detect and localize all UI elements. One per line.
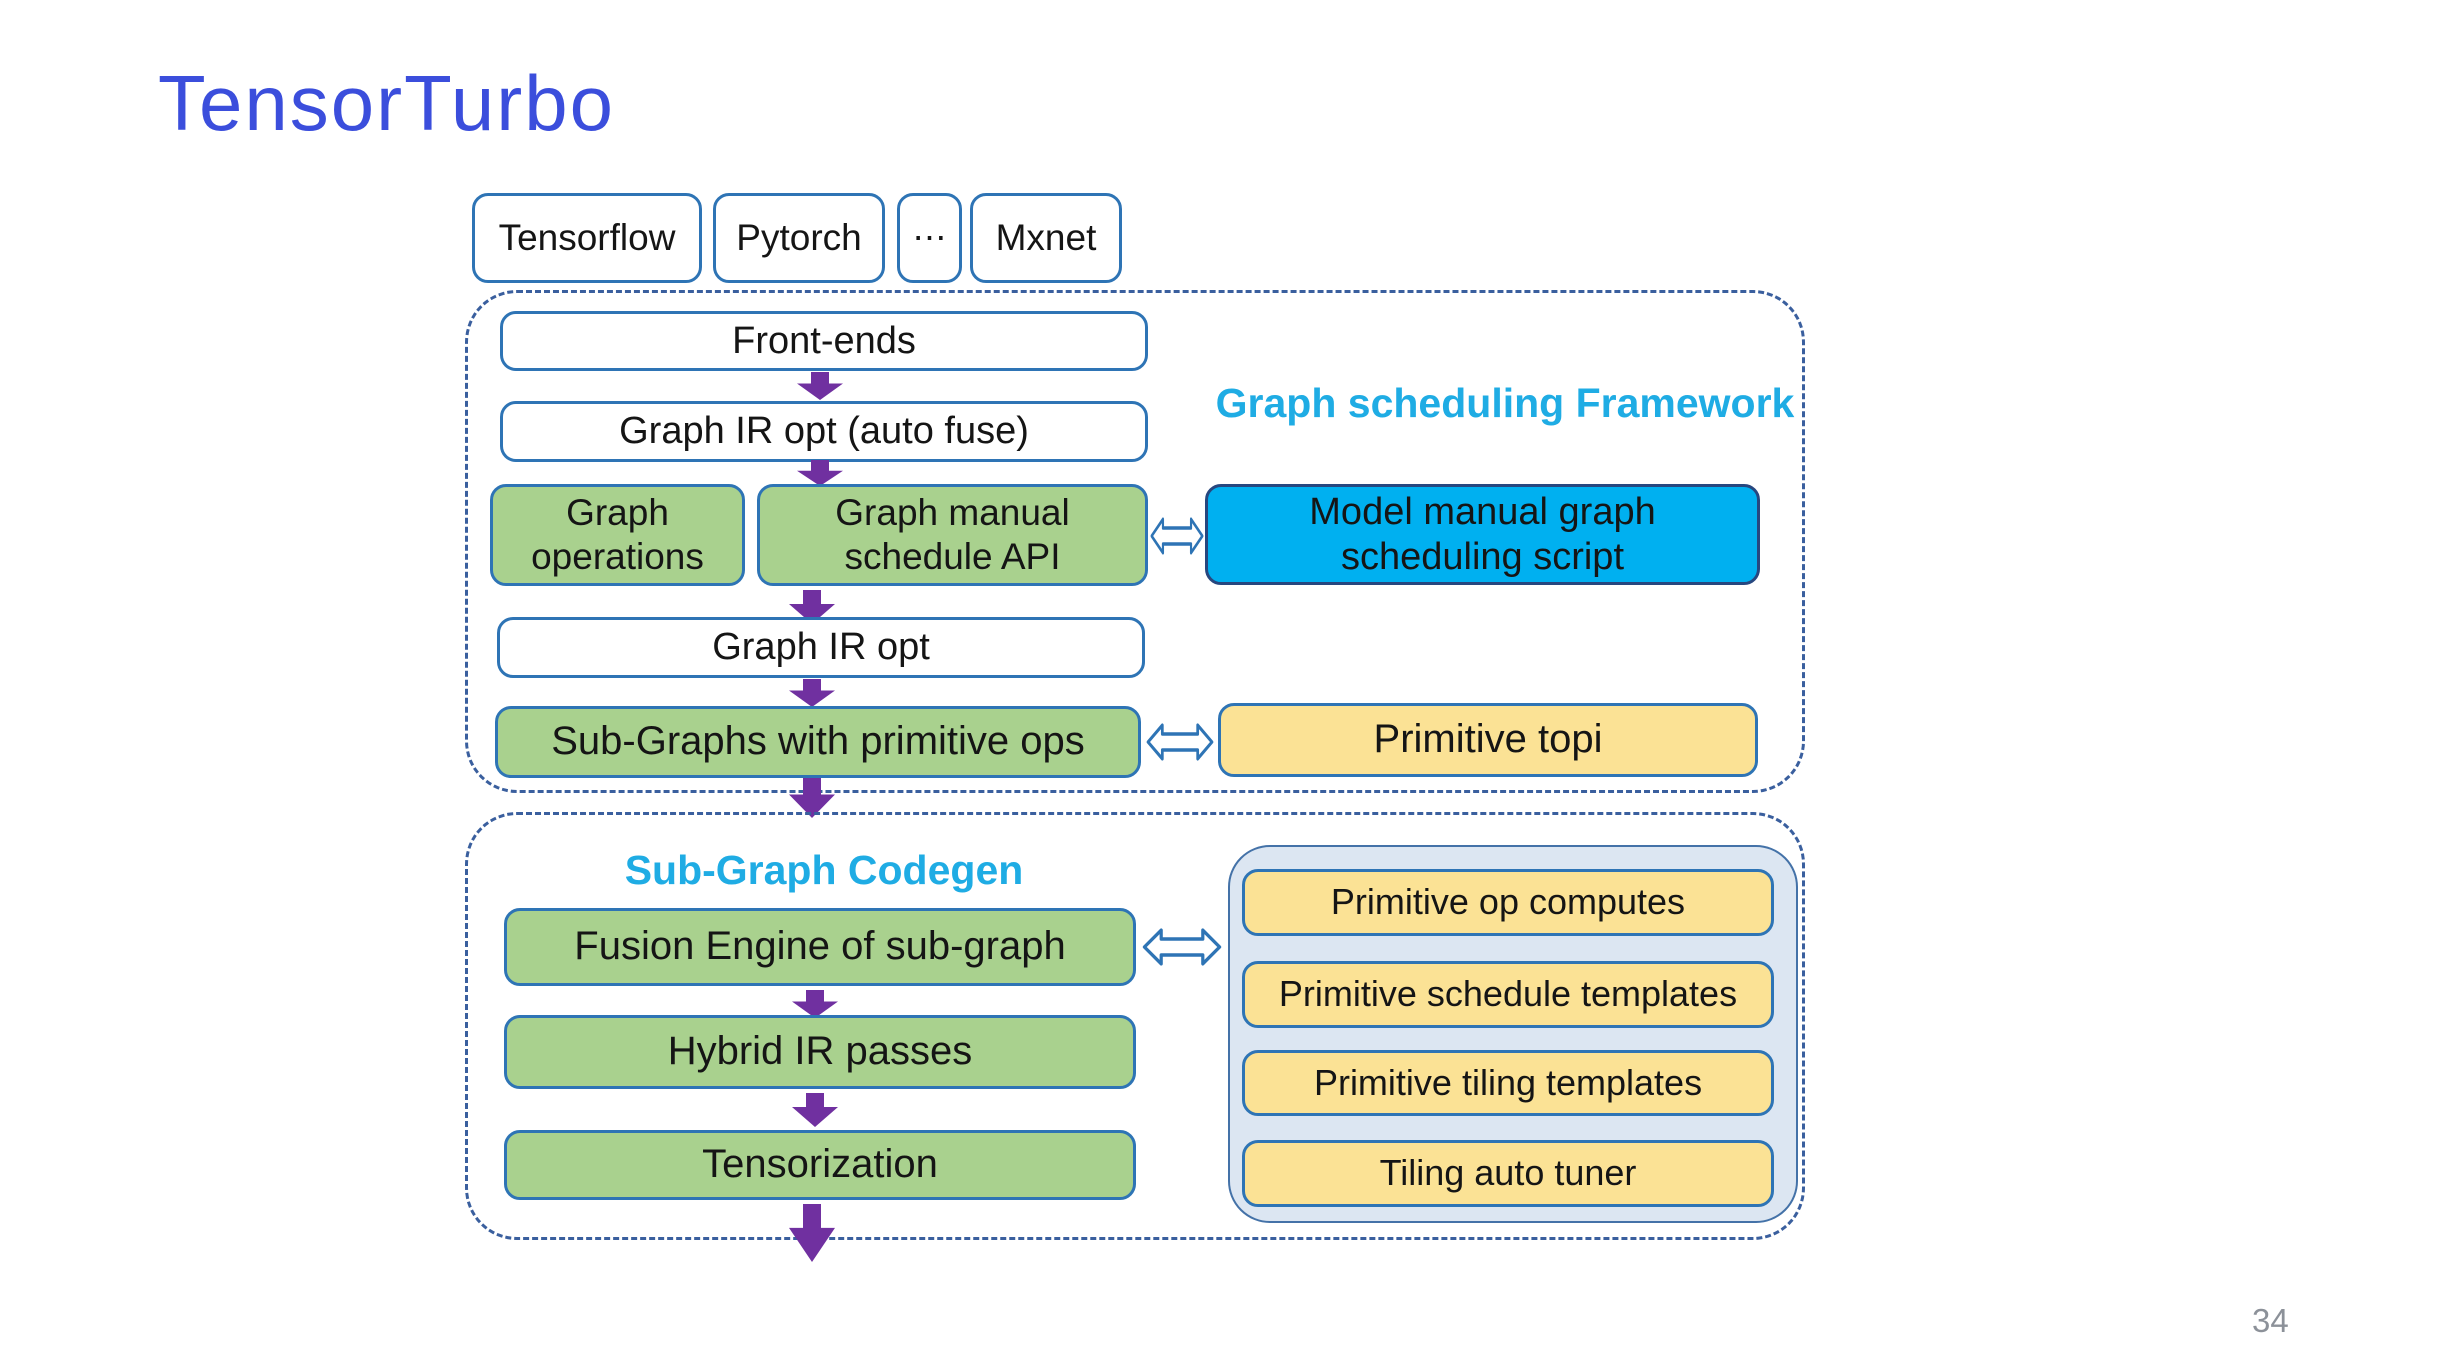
- flow-arrow-down-icon: [789, 590, 835, 629]
- primitive-op-computes-box: Primitive op computes: [1242, 869, 1774, 936]
- framework-box-tensorflow: Tensorflow: [472, 193, 702, 283]
- graph-scheduling-framework-label: Graph scheduling Framework: [1215, 379, 1795, 426]
- flow-arrow-down-icon: [789, 778, 835, 823]
- tiling-auto-tuner-box: Tiling auto tuner: [1242, 1140, 1774, 1207]
- flow-arrow-down-icon: [789, 1204, 835, 1267]
- flow-arrow-down-icon: [792, 990, 838, 1023]
- double-arrow-icon: [1142, 924, 1222, 975]
- primitive-schedule-templates-box: Primitive schedule templates: [1242, 961, 1774, 1028]
- flow-arrow-down-icon: [797, 372, 843, 405]
- tensorization-box: Tensorization: [504, 1130, 1136, 1200]
- graph-manual-schedule-api-box: Graph manual schedule API: [757, 484, 1148, 586]
- primitive-topi-box: Primitive topi: [1218, 703, 1758, 777]
- flow-arrow-down-icon: [792, 1093, 838, 1132]
- sub-graphs-with-primitive-ops-box: Sub-Graphs with primitive ops: [495, 706, 1141, 778]
- graph-ir-opt-box: Graph IR opt: [497, 617, 1145, 678]
- model-manual-graph-scheduling-script-box: Model manual graph scheduling script: [1205, 484, 1760, 585]
- double-arrow-icon: [1150, 513, 1204, 564]
- graph-scheduling-framework-container: [465, 290, 1805, 793]
- framework-box-mxnet: Mxnet: [970, 193, 1122, 283]
- hybrid-ir-passes-box: Hybrid IR passes: [504, 1015, 1136, 1089]
- graph-operations-box: Graph operations: [490, 484, 745, 586]
- page-number: 34: [2252, 1302, 2289, 1339]
- fusion-engine-box: Fusion Engine of sub-graph: [504, 908, 1136, 986]
- framework-box-ellipsis: ⋯: [897, 193, 962, 283]
- framework-box-pytorch: Pytorch: [713, 193, 885, 283]
- slide-title: TensorTurbo: [158, 59, 615, 147]
- sub-graph-codegen-label: Sub-Graph Codegen: [624, 846, 1024, 893]
- sub-graph-codegen-container: [465, 812, 1805, 1240]
- graph-ir-opt-auto-fuse-box: Graph IR opt (auto fuse): [500, 401, 1148, 462]
- flow-arrow-down-icon: [789, 679, 835, 712]
- front-ends-box: Front-ends: [500, 311, 1148, 371]
- primitive-tiling-templates-box: Primitive tiling templates: [1242, 1050, 1774, 1116]
- flow-arrow-down-icon: [797, 460, 843, 491]
- double-arrow-icon: [1146, 719, 1214, 770]
